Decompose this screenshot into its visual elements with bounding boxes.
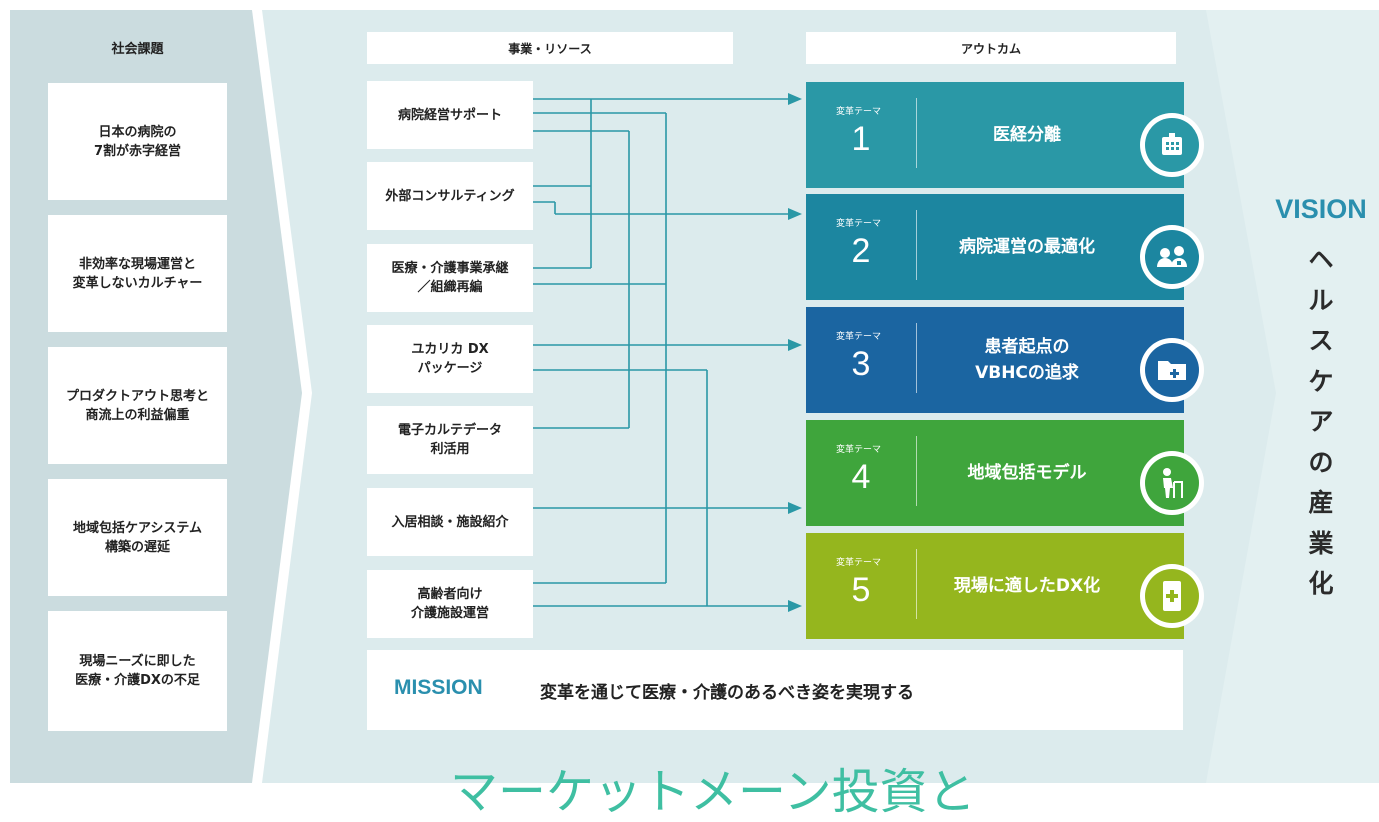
- social-issue-item: 非効率な現場運営と 変革しないカルチャー: [48, 215, 227, 332]
- theme-number: 4: [851, 458, 871, 496]
- resource-item: ユカリカ DX パッケージ: [367, 325, 533, 393]
- theme-label: 変革テーマ: [836, 445, 882, 455]
- vision-text: ヘルスケアの産業化: [1308, 245, 1334, 598]
- hospital-icon: [1140, 113, 1204, 177]
- resource-item: 入居相談・施設紹介: [367, 488, 533, 556]
- theme-title: 病院運営の最適化: [959, 237, 1095, 257]
- social-issue-item: 現場ニーズに即した 医療・介護DXの不足: [48, 611, 227, 731]
- medical-folder-icon: [1140, 338, 1204, 402]
- theme-label: 変革テーマ: [836, 107, 882, 117]
- outcome-card-3: 変革テーマ 3 患者起点の VBHCの追求: [806, 307, 1204, 413]
- resources-header: 事業・リソース: [367, 32, 733, 64]
- outcome-card-2: 変革テーマ 2 病院運営の最適化: [806, 194, 1204, 300]
- resource-item: 高齢者向け 介護施設運営: [367, 570, 533, 638]
- social-issue-item: 地域包括ケアシステム 構築の遅延: [48, 479, 227, 596]
- theme-title: 地域包括モデル: [967, 463, 1087, 483]
- outcomes-header: アウトカム: [806, 32, 1176, 64]
- social-issue-item: 日本の病院の 7割が赤字経営: [48, 83, 227, 200]
- outcome-card-4: 変革テーマ 4 地域包括モデル: [806, 420, 1204, 526]
- connector-arrowheads: [788, 93, 802, 612]
- resource-item: 医療・介護事業承継 ／組織再編: [367, 244, 533, 312]
- social-issues-header: 社会課題: [111, 41, 164, 57]
- theme-number: 3: [851, 345, 871, 383]
- divider: [916, 549, 917, 619]
- divider: [916, 210, 917, 280]
- theme-label: 変革テーマ: [836, 332, 882, 342]
- resource-item: 外部コンサルティング: [367, 162, 533, 230]
- doctor-patient-icon: [1140, 225, 1204, 289]
- theme-label: 変革テーマ: [836, 558, 882, 568]
- theme-number: 5: [851, 571, 871, 609]
- mission-bar: MISSION 変革を通じて医療・介護のあるべき姿を実現する: [367, 650, 1183, 730]
- outcome-card-5: 変革テーマ 5 現場に適したDX化: [806, 533, 1204, 639]
- mission-text: 変革を通じて医療・介護のあるべき姿を実現する: [540, 683, 914, 703]
- connector-lines: [533, 98, 790, 607]
- theme-number: 2: [851, 232, 871, 270]
- divider: [916, 323, 917, 393]
- medical-tablet-icon: [1140, 564, 1204, 628]
- theme-title: 患者起点の VBHCの追求: [975, 337, 1079, 383]
- outcome-card-1: 変革テーマ 1 医経分離: [806, 82, 1204, 188]
- theme-title: 現場に適したDX化: [953, 576, 1101, 596]
- social-issue-item: プロダクトアウト思考と 商流上の利益偏重: [48, 347, 227, 464]
- theme-number: 1: [851, 120, 871, 158]
- resource-item: 病院経営サポート: [367, 81, 533, 149]
- divider: [916, 436, 917, 506]
- resource-item: 電子カルテデータ 利活用: [367, 406, 533, 474]
- theme-title: 医経分離: [993, 125, 1061, 145]
- mission-label: MISSION: [394, 676, 483, 699]
- bottom-partial-text: マーケットメーン投資と: [450, 764, 976, 820]
- elderly-walker-icon: [1140, 451, 1204, 515]
- vision-label: VISION: [1275, 194, 1367, 224]
- theme-label: 変革テーマ: [836, 219, 882, 229]
- divider: [916, 98, 917, 168]
